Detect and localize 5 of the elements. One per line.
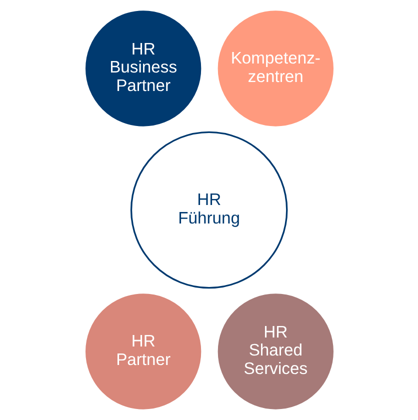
node-circle: HR Business Partner [85,10,201,126]
node-circle: HR Shared Services [217,294,333,410]
node-circle: Kompetenz- zentren [217,10,333,126]
node-circle: HR Führung [130,131,288,289]
node-circle: HR Partner [85,294,201,410]
